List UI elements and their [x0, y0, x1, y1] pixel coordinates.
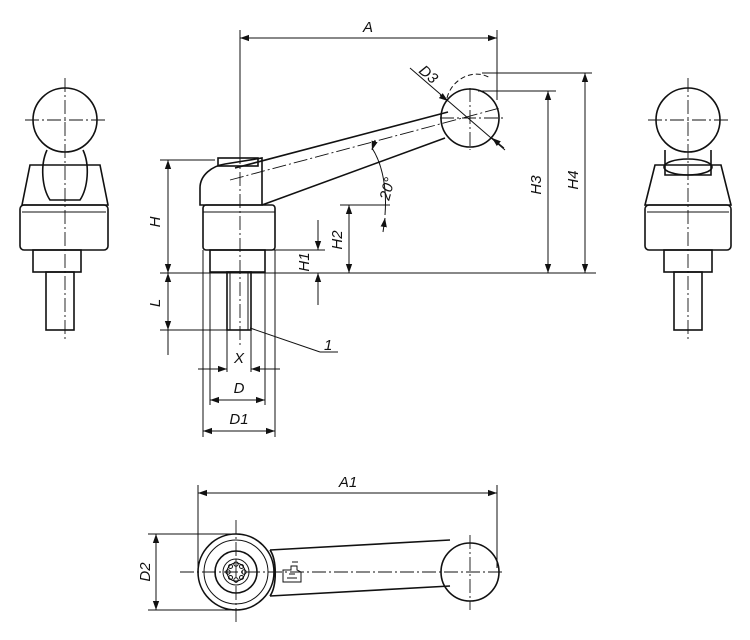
angle-label: 20° — [376, 176, 399, 203]
front-view-lever-upper — [234, 111, 449, 169]
leader-1-label: 1 — [324, 337, 332, 354]
dim-D-label: D — [234, 380, 245, 397]
top-view-lever-upper — [269, 539, 451, 551]
angle-arc — [371, 147, 386, 216]
top-view: A1 D2 — [137, 474, 505, 625]
dim-L-label: L — [147, 299, 164, 307]
front-view-collar — [209, 249, 266, 273]
dim-H2-label: H2 — [329, 230, 346, 250]
dim-A1-label: A1 — [338, 474, 357, 491]
front-view-stud — [226, 271, 252, 331]
front-view-hub-top — [199, 157, 263, 206]
front-view-lever-lower — [261, 137, 446, 206]
dim-D3-line — [409, 67, 506, 151]
leader-1 — [249, 327, 321, 353]
dim-D2-label: D2 — [137, 562, 154, 582]
right-side-view — [643, 78, 733, 340]
brand-logo — [282, 561, 302, 583]
dim-H-label: H — [147, 216, 164, 227]
dim-H1-label: H1 — [296, 252, 313, 271]
dim-X-label: X — [233, 350, 245, 367]
dimensions-front: A D3 H L H1 H2 20° H3 — [147, 19, 596, 437]
phantom-ball-arc — [446, 73, 491, 99]
left-view-collar — [32, 249, 82, 273]
dim-D3-label: D3 — [415, 62, 441, 88]
top-view-lever-lower — [269, 585, 451, 597]
dim-A-label: A — [362, 19, 373, 36]
left-view-stud — [45, 271, 75, 331]
dim-H3-label: H3 — [528, 175, 545, 195]
front-view — [199, 73, 505, 345]
dim-D1-label: D1 — [229, 411, 248, 428]
dim-H4-label: H4 — [565, 170, 582, 189]
left-side-view — [19, 78, 109, 340]
